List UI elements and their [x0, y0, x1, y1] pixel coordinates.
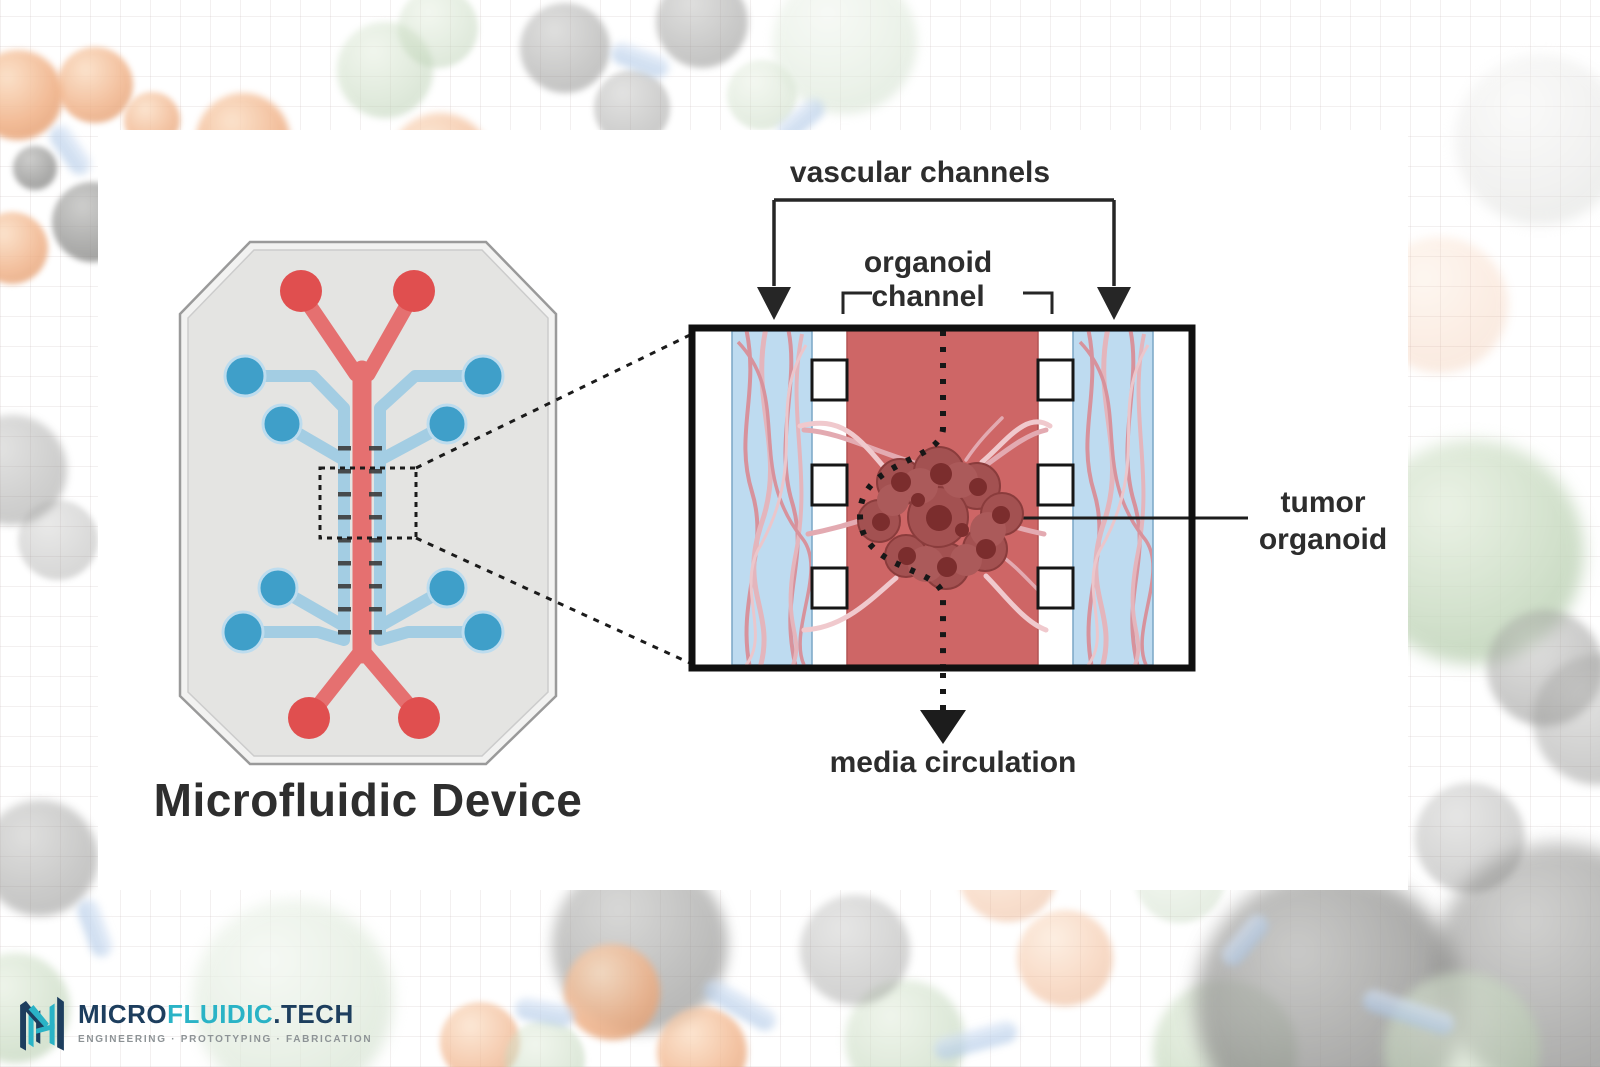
- tumor-organoid-label: tumor organoid: [1248, 484, 1398, 558]
- brand-wordmark-micro: MICRO: [78, 999, 168, 1029]
- molecule-sphere: [193, 900, 393, 1067]
- molecule-bond: [74, 896, 116, 960]
- right-vessels: [1078, 331, 1152, 665]
- brand-wordmark-fluidic: FLUIDIC: [167, 999, 274, 1029]
- right-vascular-stripe: [1072, 330, 1154, 666]
- molecule-sphere: [800, 895, 910, 1005]
- figure-panel: vascular channels organoid channel tumor…: [98, 130, 1408, 890]
- vascular-channels-bracket: [772, 198, 1116, 286]
- microfluidic-tech-logo-icon: [20, 996, 64, 1051]
- molecule-sphere: [520, 3, 610, 93]
- molecule-sphere: [1017, 910, 1113, 1006]
- roi-dashed-rect: [318, 466, 418, 540]
- media-circulation-arrow: [920, 673, 966, 744]
- molecule-sphere: [18, 500, 98, 580]
- molecule-sphere: [13, 146, 57, 190]
- microfluidic-device-illustration: [178, 240, 693, 766]
- zoom-callout-lines: [415, 332, 693, 666]
- tumor-organoid-label-line2: organoid: [1258, 523, 1388, 556]
- brand-wordmark: MICROFLUIDIC.TECH: [78, 999, 372, 1030]
- brand-text-block: MICROFLUIDIC.TECH ENGINEERING · PROTOTYP…: [78, 999, 372, 1045]
- right-arrowhead: [1097, 287, 1131, 320]
- molecule-sphere: [564, 944, 660, 1040]
- zoom-box-border: [688, 324, 1196, 672]
- brand-wordmark-tech: .TECH: [273, 999, 354, 1029]
- left-vessels: [736, 331, 811, 665]
- blue-vascular-ports: [221, 354, 505, 654]
- red-media-ports: [280, 270, 440, 739]
- molecule-sphere: [398, 0, 478, 68]
- vascular-channels-label: vascular channels: [789, 156, 1051, 189]
- molecule-sphere: [1487, 610, 1600, 726]
- molecule-sphere: [57, 47, 133, 123]
- molecule-sphere: [337, 22, 433, 118]
- molecule-sphere: [1415, 783, 1525, 893]
- molecule-sphere: [0, 212, 48, 284]
- brand-tagline: ENGINEERING · PROTOTYPING · FABRICATION: [78, 1034, 373, 1045]
- diagram-canvas: [178, 198, 1248, 766]
- organoid-channel-label-line1: organoid: [863, 246, 993, 279]
- molecule-sphere: [656, 0, 748, 68]
- organoid-channel-label: organoid channel: [833, 246, 1023, 314]
- organoid-channel-brackets: [841, 291, 1054, 314]
- molecule-sphere: [773, 0, 917, 114]
- brand-logo: MICROFLUIDIC.TECH ENGINEERING · PROTOTYP…: [18, 990, 372, 1054]
- tumor-organoid-illustration: [857, 446, 1024, 590]
- molecule-sphere: [1455, 55, 1600, 225]
- device-caption: Microfluidic Device: [153, 774, 583, 826]
- pillar-posts: [810, 358, 1075, 610]
- molecule-sphere: [0, 50, 63, 140]
- media-flow-dashed-path: [856, 331, 946, 665]
- molecule-sphere: [0, 800, 98, 916]
- media-circulation-label: media circulation: [829, 746, 1077, 779]
- zoom-detail-panel: [688, 198, 1248, 744]
- left-arrowhead: [757, 287, 791, 320]
- tumor-organoid-label-line1: tumor: [1280, 486, 1366, 519]
- pillar-ticks: [338, 446, 382, 635]
- organoid-channel-label-line2: channel: [871, 280, 985, 313]
